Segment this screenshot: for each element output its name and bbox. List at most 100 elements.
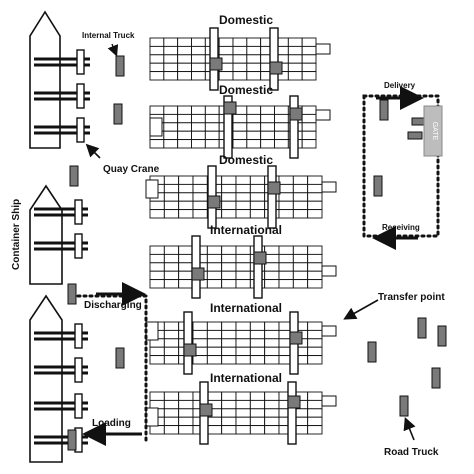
container-slot <box>264 399 280 410</box>
container-slot <box>163 71 179 81</box>
container-slot <box>163 105 179 115</box>
transfer-point-label: Transfer point <box>378 292 445 303</box>
yard-truck <box>191 267 205 281</box>
container-ship-1 <box>29 10 61 149</box>
container-slot <box>301 62 317 73</box>
container-slot <box>163 122 179 132</box>
container-slot <box>177 105 192 115</box>
container-slot <box>246 54 262 64</box>
quay-cranes <box>34 49 90 453</box>
container-slot <box>221 338 237 348</box>
container-slot <box>149 45 165 56</box>
container-slot <box>192 200 208 211</box>
container-slot <box>235 408 251 418</box>
container-slot <box>221 416 237 427</box>
container-slot <box>206 416 223 427</box>
block-end-slot <box>145 407 159 427</box>
container-slot <box>232 71 248 81</box>
road-truck <box>417 317 427 339</box>
container-slot <box>278 183 294 194</box>
container-slot <box>292 270 309 281</box>
container-slot <box>178 245 194 255</box>
loading-label: Loading <box>92 418 131 429</box>
block-label-6: International <box>210 371 282 385</box>
container-blocks <box>145 27 337 445</box>
quay-crane <box>34 393 88 419</box>
container-slot <box>221 270 237 281</box>
quay-crane <box>34 117 90 143</box>
container-slot <box>163 183 180 194</box>
quay-crane-leg <box>74 199 83 225</box>
container-slot <box>246 37 262 47</box>
block-end-slot <box>315 43 331 55</box>
container-slot <box>192 175 208 185</box>
yard-truck <box>209 57 223 71</box>
container-slot <box>249 200 266 211</box>
container-slot <box>163 139 179 149</box>
container-slot <box>206 270 223 281</box>
quay-crane-label: Quay Crane <box>103 164 160 175</box>
container-slot <box>206 321 223 331</box>
container-slot <box>192 209 208 219</box>
yard-crane <box>183 311 193 375</box>
container-slot <box>206 338 223 348</box>
quay-crane <box>34 323 88 349</box>
container-slot <box>307 270 323 281</box>
container-slot <box>264 262 280 272</box>
container-slot <box>163 279 180 289</box>
block-end-slot <box>149 117 163 137</box>
road-truck-label: Road Truck <box>384 447 439 458</box>
container-slot <box>307 279 323 289</box>
container-slot <box>221 279 237 289</box>
container-slot <box>287 62 303 73</box>
container-slot <box>221 262 237 272</box>
container-slot <box>178 200 194 211</box>
block-label-4: International <box>210 223 282 237</box>
container-slot <box>204 122 220 132</box>
container-slot <box>301 45 317 56</box>
container-slot <box>235 262 251 272</box>
block-end-slot <box>321 265 337 277</box>
container-slot <box>249 209 266 219</box>
container-block-6 <box>145 381 337 445</box>
container-slot <box>191 139 206 149</box>
container-slot <box>301 122 317 132</box>
container-slot <box>278 253 294 264</box>
yard-truck <box>207 195 221 209</box>
container-ship-label: Container Ship <box>11 199 22 270</box>
internal-truck <box>67 429 77 451</box>
yard-truck <box>183 343 197 357</box>
container-slot <box>149 391 165 401</box>
container-slot <box>264 346 280 357</box>
container-slot <box>163 62 179 73</box>
container-slot <box>235 253 251 264</box>
container-block-5 <box>145 311 337 375</box>
quay-crane-leg <box>76 83 85 109</box>
container-slot <box>163 209 180 219</box>
container-slot <box>178 209 194 219</box>
internal-truck <box>113 103 123 125</box>
container-slot <box>149 270 165 281</box>
container-slot <box>206 279 223 289</box>
container-slot <box>278 270 294 281</box>
yard-truck <box>253 251 267 265</box>
container-slot <box>191 62 206 73</box>
container-slot <box>292 279 309 289</box>
container-slot <box>307 192 323 202</box>
block-end-slot <box>321 395 337 407</box>
container-slot <box>221 245 237 255</box>
container-slot <box>307 175 323 185</box>
container-slot <box>307 416 323 427</box>
yard-crane <box>191 235 201 299</box>
container-slot <box>163 355 180 365</box>
container-slot <box>235 321 251 331</box>
container-slot <box>235 329 251 340</box>
container-slot <box>249 175 266 185</box>
container-slot <box>246 139 262 149</box>
container-slot <box>232 62 248 73</box>
container-slot <box>307 338 323 348</box>
container-slot <box>149 245 165 255</box>
container-slot <box>307 408 323 418</box>
container-slot <box>264 253 280 264</box>
yard-truck <box>223 101 237 115</box>
